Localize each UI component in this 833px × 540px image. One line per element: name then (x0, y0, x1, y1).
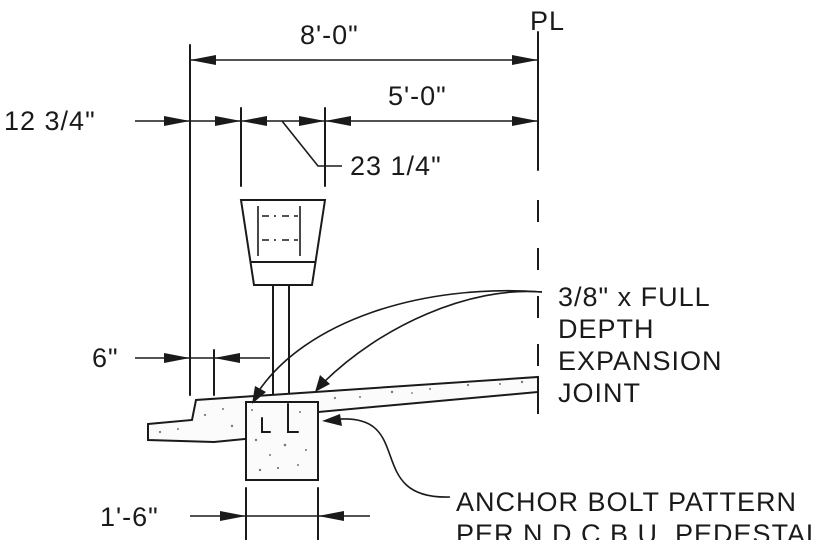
dimension-8ft-label: 8'-0" (300, 20, 359, 50)
anchor-bolt-leader (322, 414, 451, 498)
property-line: PL (530, 6, 565, 425)
expansion-joint-note: 3/8" x FULL DEPTH EXPANSION JOINT (558, 282, 723, 408)
dimension-12-3-4-label: 12 3/4" (4, 106, 96, 136)
joint-note-line-1: 3/8" x FULL (558, 282, 711, 312)
anchor-note-line-2: PER N.D.C.B.U. PEDESTAL (456, 519, 822, 540)
mailbox-post (272, 284, 290, 399)
pedestal (245, 401, 319, 481)
joint-note-line-3: EXPANSION (558, 346, 723, 376)
dimension-6in-label: 6" (92, 343, 119, 373)
mailbox-unit (239, 199, 327, 286)
anchor-bolt-note: ANCHOR BOLT PATTERN PER N.D.C.B.U. PEDES… (456, 487, 822, 540)
concrete-stipple (158, 380, 524, 472)
curb-and-sidewalk (147, 375, 539, 444)
dimension-row-upper: 12 3/4" 5'-0" 23 1/4" (4, 81, 538, 181)
joint-note-line-4: JOINT (558, 378, 641, 408)
dimension-1ft-6in: 1'-6" (100, 502, 370, 532)
dimension-8ft: 8'-0" (190, 20, 538, 65)
dimension-5ft-label: 5'-0" (388, 81, 447, 111)
expansion-joint-leaders (252, 289, 543, 404)
dimension-1ft-6in-label: 1'-6" (100, 502, 159, 532)
dimension-23-1-4-label: 23 1/4" (350, 151, 442, 181)
anchor-note-line-1: ANCHOR BOLT PATTERN (456, 487, 797, 517)
property-line-label: PL (530, 6, 565, 36)
dimension-6in: 6" (92, 343, 270, 373)
joint-note-line-2: DEPTH (558, 314, 655, 344)
